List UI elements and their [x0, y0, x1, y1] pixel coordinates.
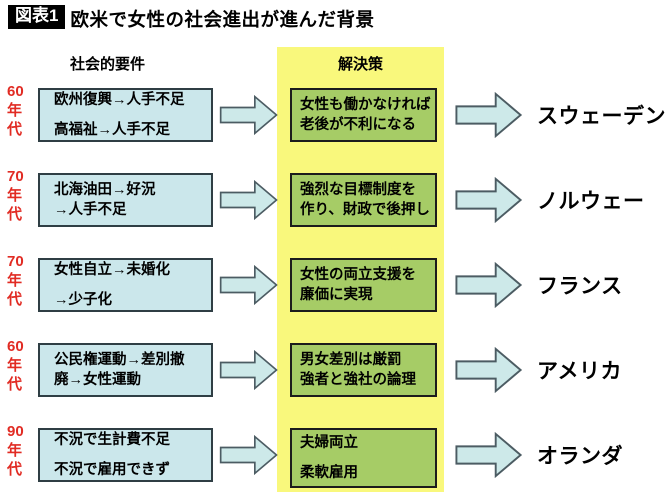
country-label: フランス [537, 275, 623, 298]
solution-line: 夫婦両立 [300, 434, 358, 451]
era-label: 90年代 [7, 423, 24, 478]
country-label: スウェーデン [537, 105, 666, 128]
right-arrow-icon [455, 177, 523, 223]
cause-line: →人手不足 [54, 201, 127, 218]
country-label: ノルウェー [537, 190, 645, 213]
solution-line: 強烈な目標制度を [300, 181, 416, 198]
column-header-solutions: 解決策 [337, 56, 383, 73]
solution-line: 柔軟雇用 [300, 464, 358, 481]
solution-box: 男女差別は厳罰 強者と強社の論理 [290, 343, 437, 397]
flow-row: 60年代 公民権運動→差別撤 廃→女性運動 男女差別は厳罰 強者と強社の論理 ア… [0, 338, 670, 403]
cause-box: 北海油田→好況 →人手不足 [38, 173, 213, 227]
solution-box: 強烈な目標制度を 作り、財政で後押し [290, 173, 437, 227]
cause-box: 女性自立→未婚化 →少子化 [38, 258, 213, 312]
flow-row: 90年代 不況で生計費不足 不況で雇用できず 夫婦両立 柔軟雇用 オランダ [0, 423, 670, 488]
right-arrow-icon [455, 432, 523, 478]
solution-line: 作り、財政で後押し [300, 201, 430, 218]
cause-line: 廃→女性運動 [54, 371, 141, 388]
era-label: 60年代 [7, 338, 24, 393]
solution-box: 夫婦両立 柔軟雇用 [290, 428, 437, 488]
country-label: オランダ [537, 445, 623, 468]
solution-line: 男女差別は厳罰 [300, 351, 402, 368]
right-arrow-icon [219, 265, 278, 305]
right-arrow-icon [455, 347, 523, 393]
cause-line: 高福祉→人手不足 [54, 121, 170, 138]
cause-line: →少子化 [54, 291, 112, 308]
right-arrow-icon [455, 92, 523, 138]
flow-row: 60年代 欧州復興→人手不足 高福祉→人手不足 女性も働かなければ 老後が不利に… [0, 83, 670, 148]
cause-box: 公民権運動→差別撤 廃→女性運動 [38, 343, 213, 397]
solution-line: 老後が不利になる [300, 116, 416, 133]
era-label: 60年代 [7, 83, 24, 138]
cause-line: 北海油田→好況 [54, 181, 156, 198]
title-row: 図表1 欧米で女性の社会進出が進んだ背景 [8, 5, 374, 32]
era-label: 70年代 [7, 168, 24, 223]
cause-line: 不況で雇用できず [54, 461, 170, 478]
country-label: アメリカ [537, 360, 622, 383]
column-header-causes: 社会的要件 [69, 56, 145, 73]
cause-line: 不況で生計費不足 [54, 431, 170, 448]
figure-number-badge: 図表1 [8, 5, 66, 29]
right-arrow-icon [219, 95, 278, 135]
right-arrow-icon [219, 350, 278, 390]
page-title: 欧米で女性の社会進出が進んだ背景 [70, 9, 375, 30]
solution-line: 廉価に実現 [300, 286, 373, 303]
flow-row: 70年代 女性自立→未婚化 →少子化 女性の両立支援を 廉価に実現 フランス [0, 253, 670, 318]
solution-box: 女性の両立支援を 廉価に実現 [290, 258, 437, 312]
cause-line: 公民権運動→差別撤 [54, 351, 185, 368]
cause-line: 女性自立→未婚化 [54, 261, 170, 278]
right-arrow-icon [219, 435, 278, 475]
right-arrow-icon [219, 180, 278, 220]
era-label: 70年代 [7, 253, 24, 308]
solution-line: 強者と強社の論理 [300, 371, 416, 388]
right-arrow-icon [455, 262, 523, 308]
flow-row: 70年代 北海油田→好況 →人手不足 強烈な目標制度を 作り、財政で後押し ノル… [0, 168, 670, 233]
solution-box: 女性も働かなければ 老後が不利になる [290, 88, 437, 142]
cause-box: 欧州復興→人手不足 高福祉→人手不足 [38, 88, 213, 142]
cause-line: 欧州復興→人手不足 [54, 91, 185, 108]
solution-line: 女性も働かなければ [300, 96, 431, 113]
cause-box: 不況で生計費不足 不況で雇用できず [38, 428, 213, 482]
solution-line: 女性の両立支援を [300, 266, 416, 283]
